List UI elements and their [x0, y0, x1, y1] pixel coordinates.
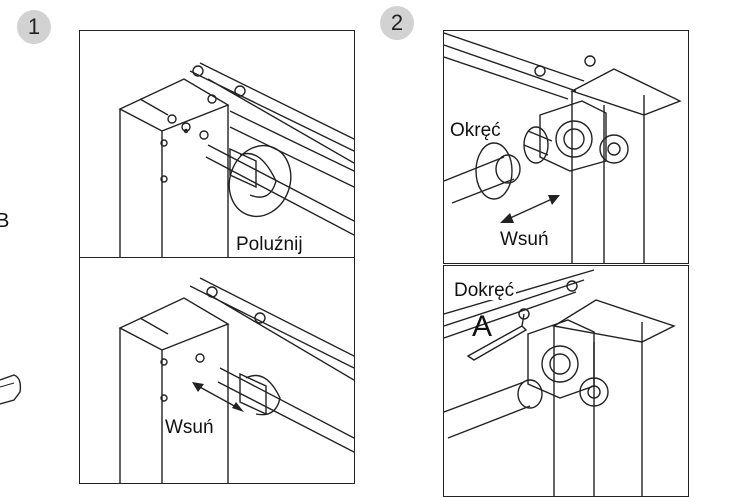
step-2-badge: 2 — [380, 6, 414, 40]
label-slide-in-left: Wsuń — [163, 417, 216, 438]
label-tighten: Dokręć — [452, 280, 517, 301]
step-2-panel-bottom — [443, 265, 689, 497]
label-slide-in-right: Wsuń — [498, 229, 551, 250]
step-1-panel-top — [79, 30, 355, 260]
step-1-panel-bottom — [79, 257, 355, 484]
step-2-top-illustration — [444, 32, 682, 263]
step-2-bottom-illustration — [444, 269, 676, 496]
edge-label-b: B — [0, 210, 10, 232]
label-part-a: A — [472, 310, 493, 343]
label-loosen: Poluźnij — [234, 234, 305, 255]
step-2-number: 2 — [390, 10, 404, 35]
edge-partial-part-illustration — [0, 374, 22, 405]
step-1-number: 1 — [27, 14, 41, 39]
step-1-badge: 1 — [17, 10, 51, 44]
step-1-bottom-illustration — [118, 277, 354, 483]
step-2-panel-top — [443, 30, 689, 264]
label-screw-on: Okręć — [448, 120, 503, 141]
step-1-top-illustration — [118, 62, 354, 259]
